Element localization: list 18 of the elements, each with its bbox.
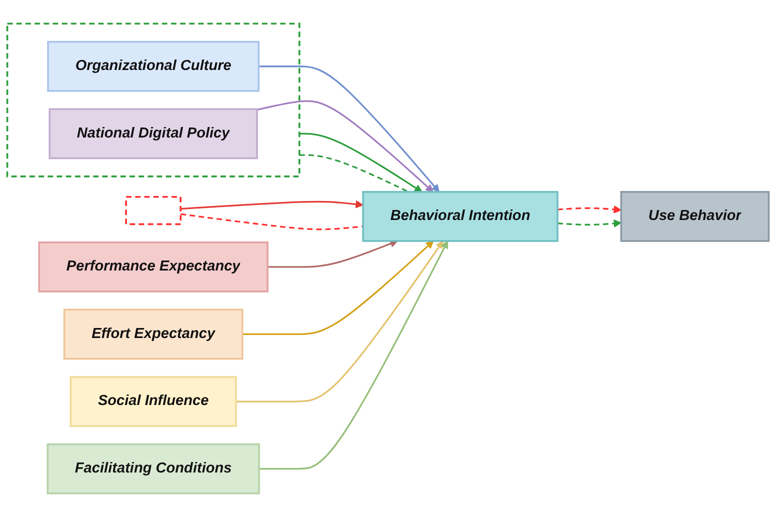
node-box <box>125 196 182 226</box>
arrow <box>258 66 440 192</box>
arrow <box>180 200 364 210</box>
node-box: Organizational Culture <box>47 40 260 92</box>
arrow <box>256 100 434 192</box>
cluster <box>6 22 300 178</box>
arrow <box>557 205 622 214</box>
node-box: Behavioral Intention <box>362 190 558 242</box>
node-box: Social Influence <box>70 376 237 427</box>
arrow <box>268 240 398 268</box>
arrow <box>299 132 422 192</box>
connector <box>180 213 364 230</box>
arrow <box>557 219 622 228</box>
connector <box>299 154 409 193</box>
arrow <box>242 240 434 336</box>
arrow <box>236 240 444 402</box>
arrow <box>259 240 448 470</box>
node-box: Facilitating Conditions <box>46 443 260 494</box>
